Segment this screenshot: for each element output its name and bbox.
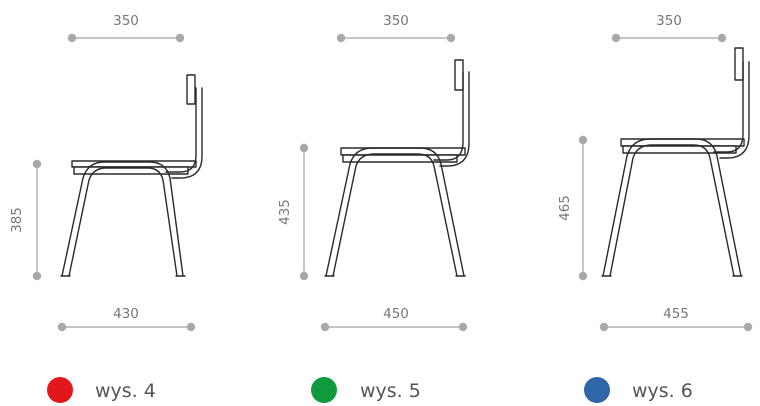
seat-depth-label: 350 [656, 13, 682, 29]
legend-swatch [47, 377, 73, 403]
legend-label: wys. 6 [632, 380, 693, 402]
seat-depth-label: 350 [113, 13, 139, 29]
chair-side-view [601, 47, 750, 277]
seat-height-label: 435 [277, 199, 293, 225]
legend-label: wys. 5 [360, 380, 421, 402]
seat-depth-dimension: 350 [336, 13, 456, 43]
legend-swatch [311, 377, 337, 403]
legend-swatch [584, 377, 610, 403]
base-width-label: 430 [113, 306, 139, 322]
legend-item-size-6: wys. 6 [584, 377, 693, 403]
base-width-dimension: 430 [57, 306, 196, 332]
legend-item-size-4: wys. 4 [47, 377, 156, 403]
seat-depth-label: 350 [383, 13, 409, 29]
base-width-label: 450 [383, 306, 409, 322]
base-width-dimension: 450 [320, 306, 468, 332]
chair-side-view [324, 59, 470, 277]
chair-group-size-6: 350 465 455 wys. 6 [557, 13, 753, 403]
seat-depth-dimension: 350 [67, 13, 185, 43]
base-width-label: 455 [663, 306, 689, 322]
seat-height-label: 465 [557, 195, 573, 221]
seat-height-label: 385 [9, 207, 25, 233]
chair-group-size-4: 350 385 [9, 13, 203, 403]
legend-item-size-5: wys. 5 [311, 377, 421, 403]
chair-group-size-5: 350 435 450 wys. 5 [277, 13, 470, 403]
legend-label: wys. 4 [95, 380, 156, 402]
seat-height-dimension: 435 [277, 143, 309, 281]
seat-height-dimension: 385 [9, 159, 42, 281]
seat-height-dimension: 465 [557, 135, 588, 281]
base-width-dimension: 455 [599, 306, 753, 332]
chair-side-view [60, 74, 203, 277]
seat-depth-dimension: 350 [611, 13, 727, 43]
